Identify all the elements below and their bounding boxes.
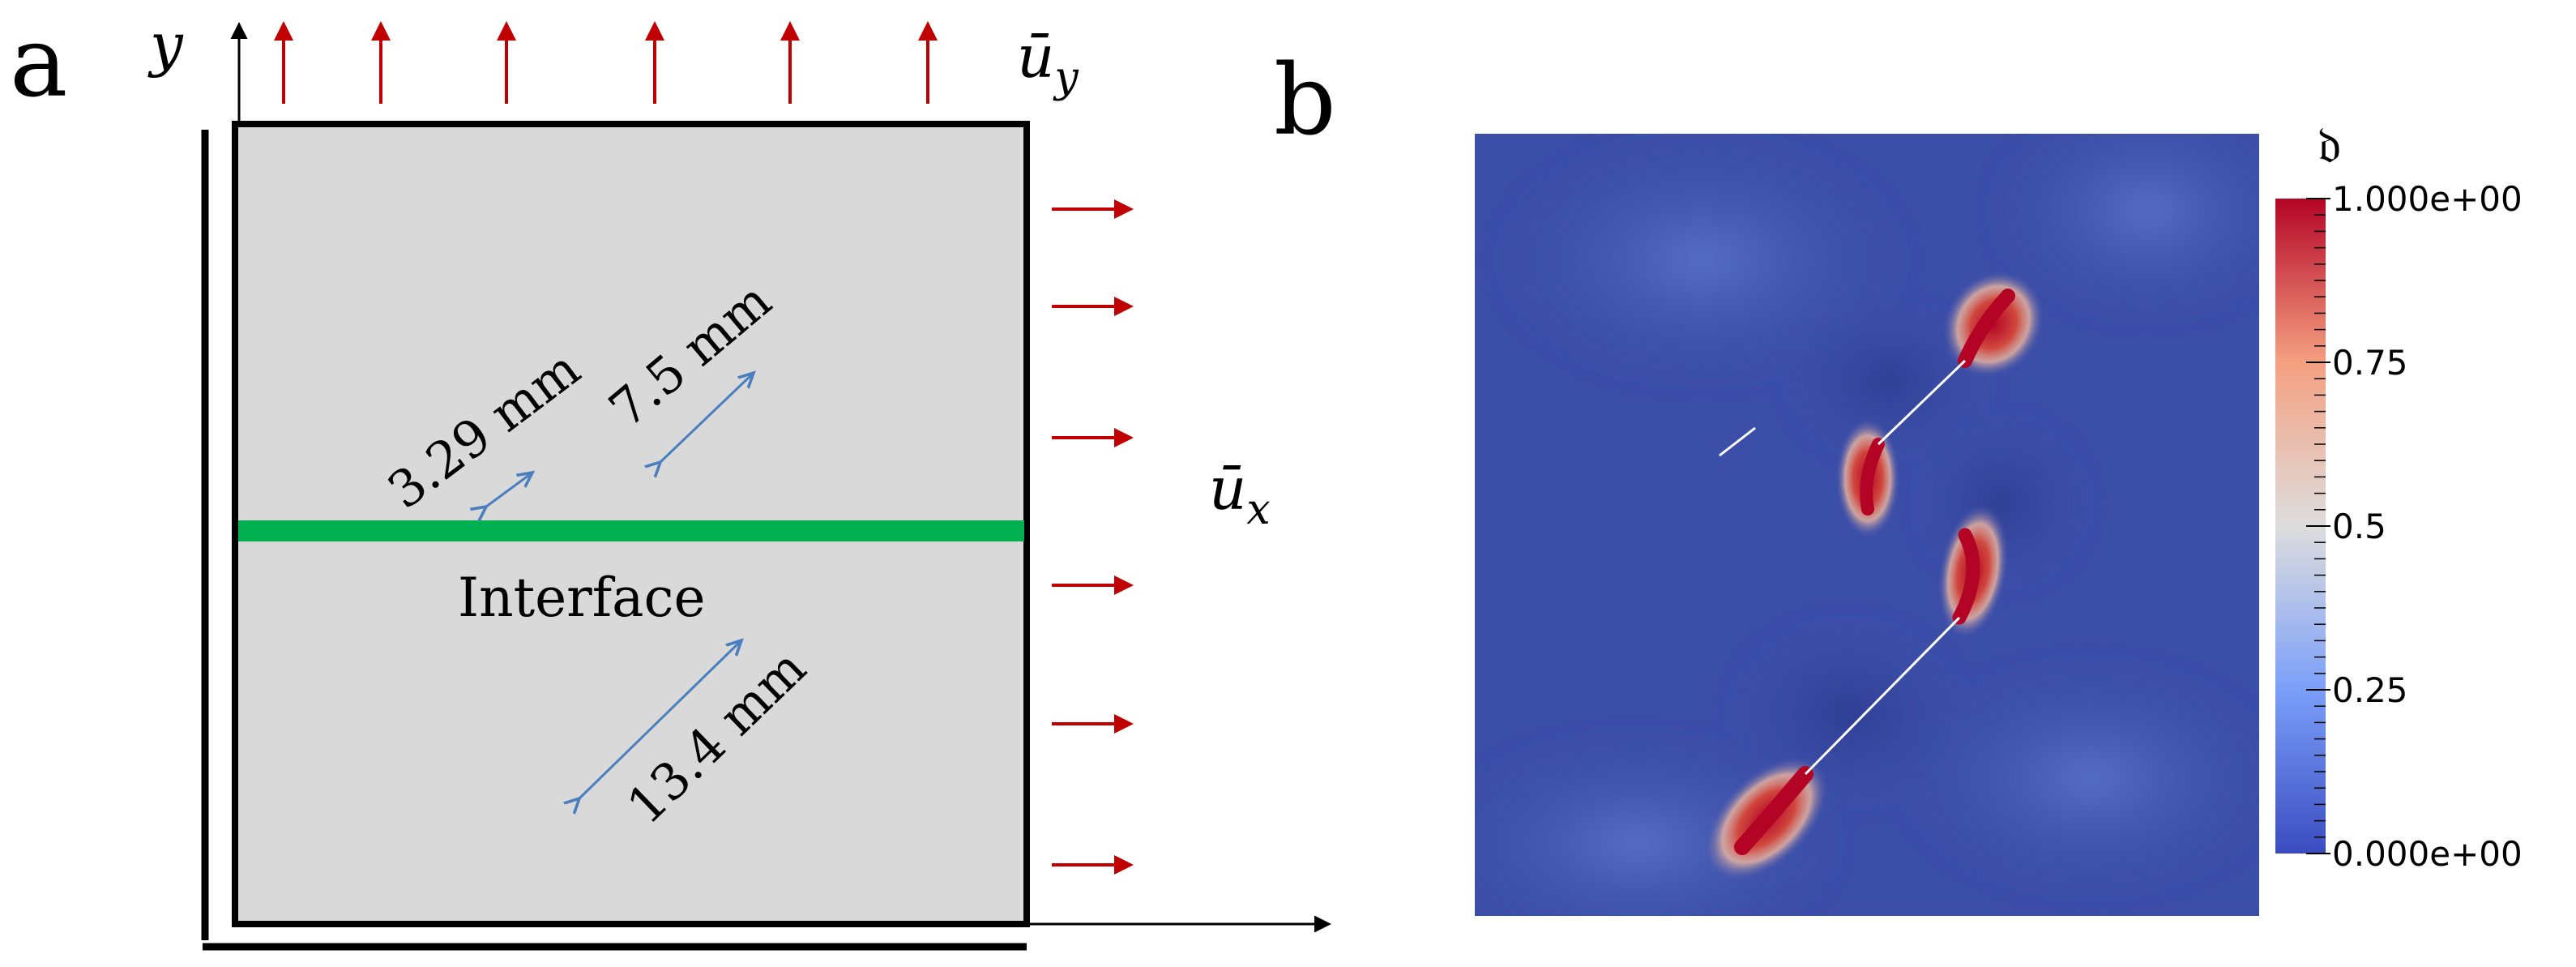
field-light-zone bbox=[1896, 657, 2259, 900]
damage-band bbox=[1958, 289, 2015, 368]
right-load-label: ūx bbox=[1209, 455, 1271, 534]
damage-band bbox=[1860, 438, 1885, 516]
panel-a: a y ūy ū bbox=[10, 6, 1331, 951]
interface-line bbox=[238, 520, 1024, 541]
top-load-label: ūy bbox=[1017, 23, 1079, 102]
right-load-arrows bbox=[1052, 199, 1134, 875]
crack-line bbox=[1804, 616, 1961, 776]
dimension-arrow-long bbox=[579, 640, 741, 798]
colorbar-tick-label: 0.000e+00 bbox=[2332, 834, 2523, 874]
colorbar-major-ticks: 1.000e+00 0.75 0.5 0.25 0.000e+00 bbox=[2306, 179, 2523, 874]
y-axis-label: y bbox=[147, 11, 184, 79]
dimension-arrow-mid bbox=[660, 373, 754, 462]
field-light-zone bbox=[1491, 134, 1912, 389]
panel-a-label: a bbox=[10, 6, 68, 119]
damage-band bbox=[1734, 766, 1813, 855]
field-dark-zone bbox=[1783, 300, 1993, 462]
panel-b: b bbox=[1274, 45, 2523, 916]
dimension-arrow-small bbox=[486, 473, 532, 507]
damage-field-plot bbox=[1475, 134, 2259, 916]
interface-label: Interface bbox=[458, 567, 706, 629]
panel-b-label: b bbox=[1274, 45, 1336, 157]
colorbar-tick-label: 1.000e+00 bbox=[2332, 179, 2523, 219]
colorbar-symbol: 𝔡 bbox=[2318, 115, 2341, 175]
crack-line bbox=[1719, 426, 1756, 457]
crack-line bbox=[1877, 359, 1967, 446]
colorbar-tick-label: 0.75 bbox=[2332, 343, 2408, 383]
colorbar-tick-label: 0.25 bbox=[2332, 670, 2408, 710]
field-light-zone bbox=[1985, 134, 2259, 324]
top-load-arrows bbox=[274, 21, 938, 104]
colorbar-tick-label: 0.5 bbox=[2332, 507, 2386, 546]
damage-band bbox=[1952, 528, 1980, 625]
